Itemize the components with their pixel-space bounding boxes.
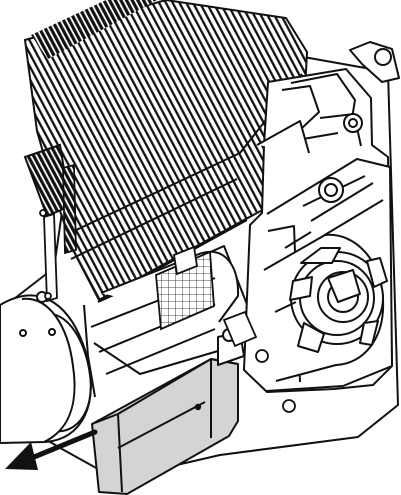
cooling-fins	[23, 0, 309, 303]
mechanical-details	[39, 163, 296, 413]
output-hub	[263, 231, 388, 382]
pull-direction-arrow	[5, 429, 98, 470]
